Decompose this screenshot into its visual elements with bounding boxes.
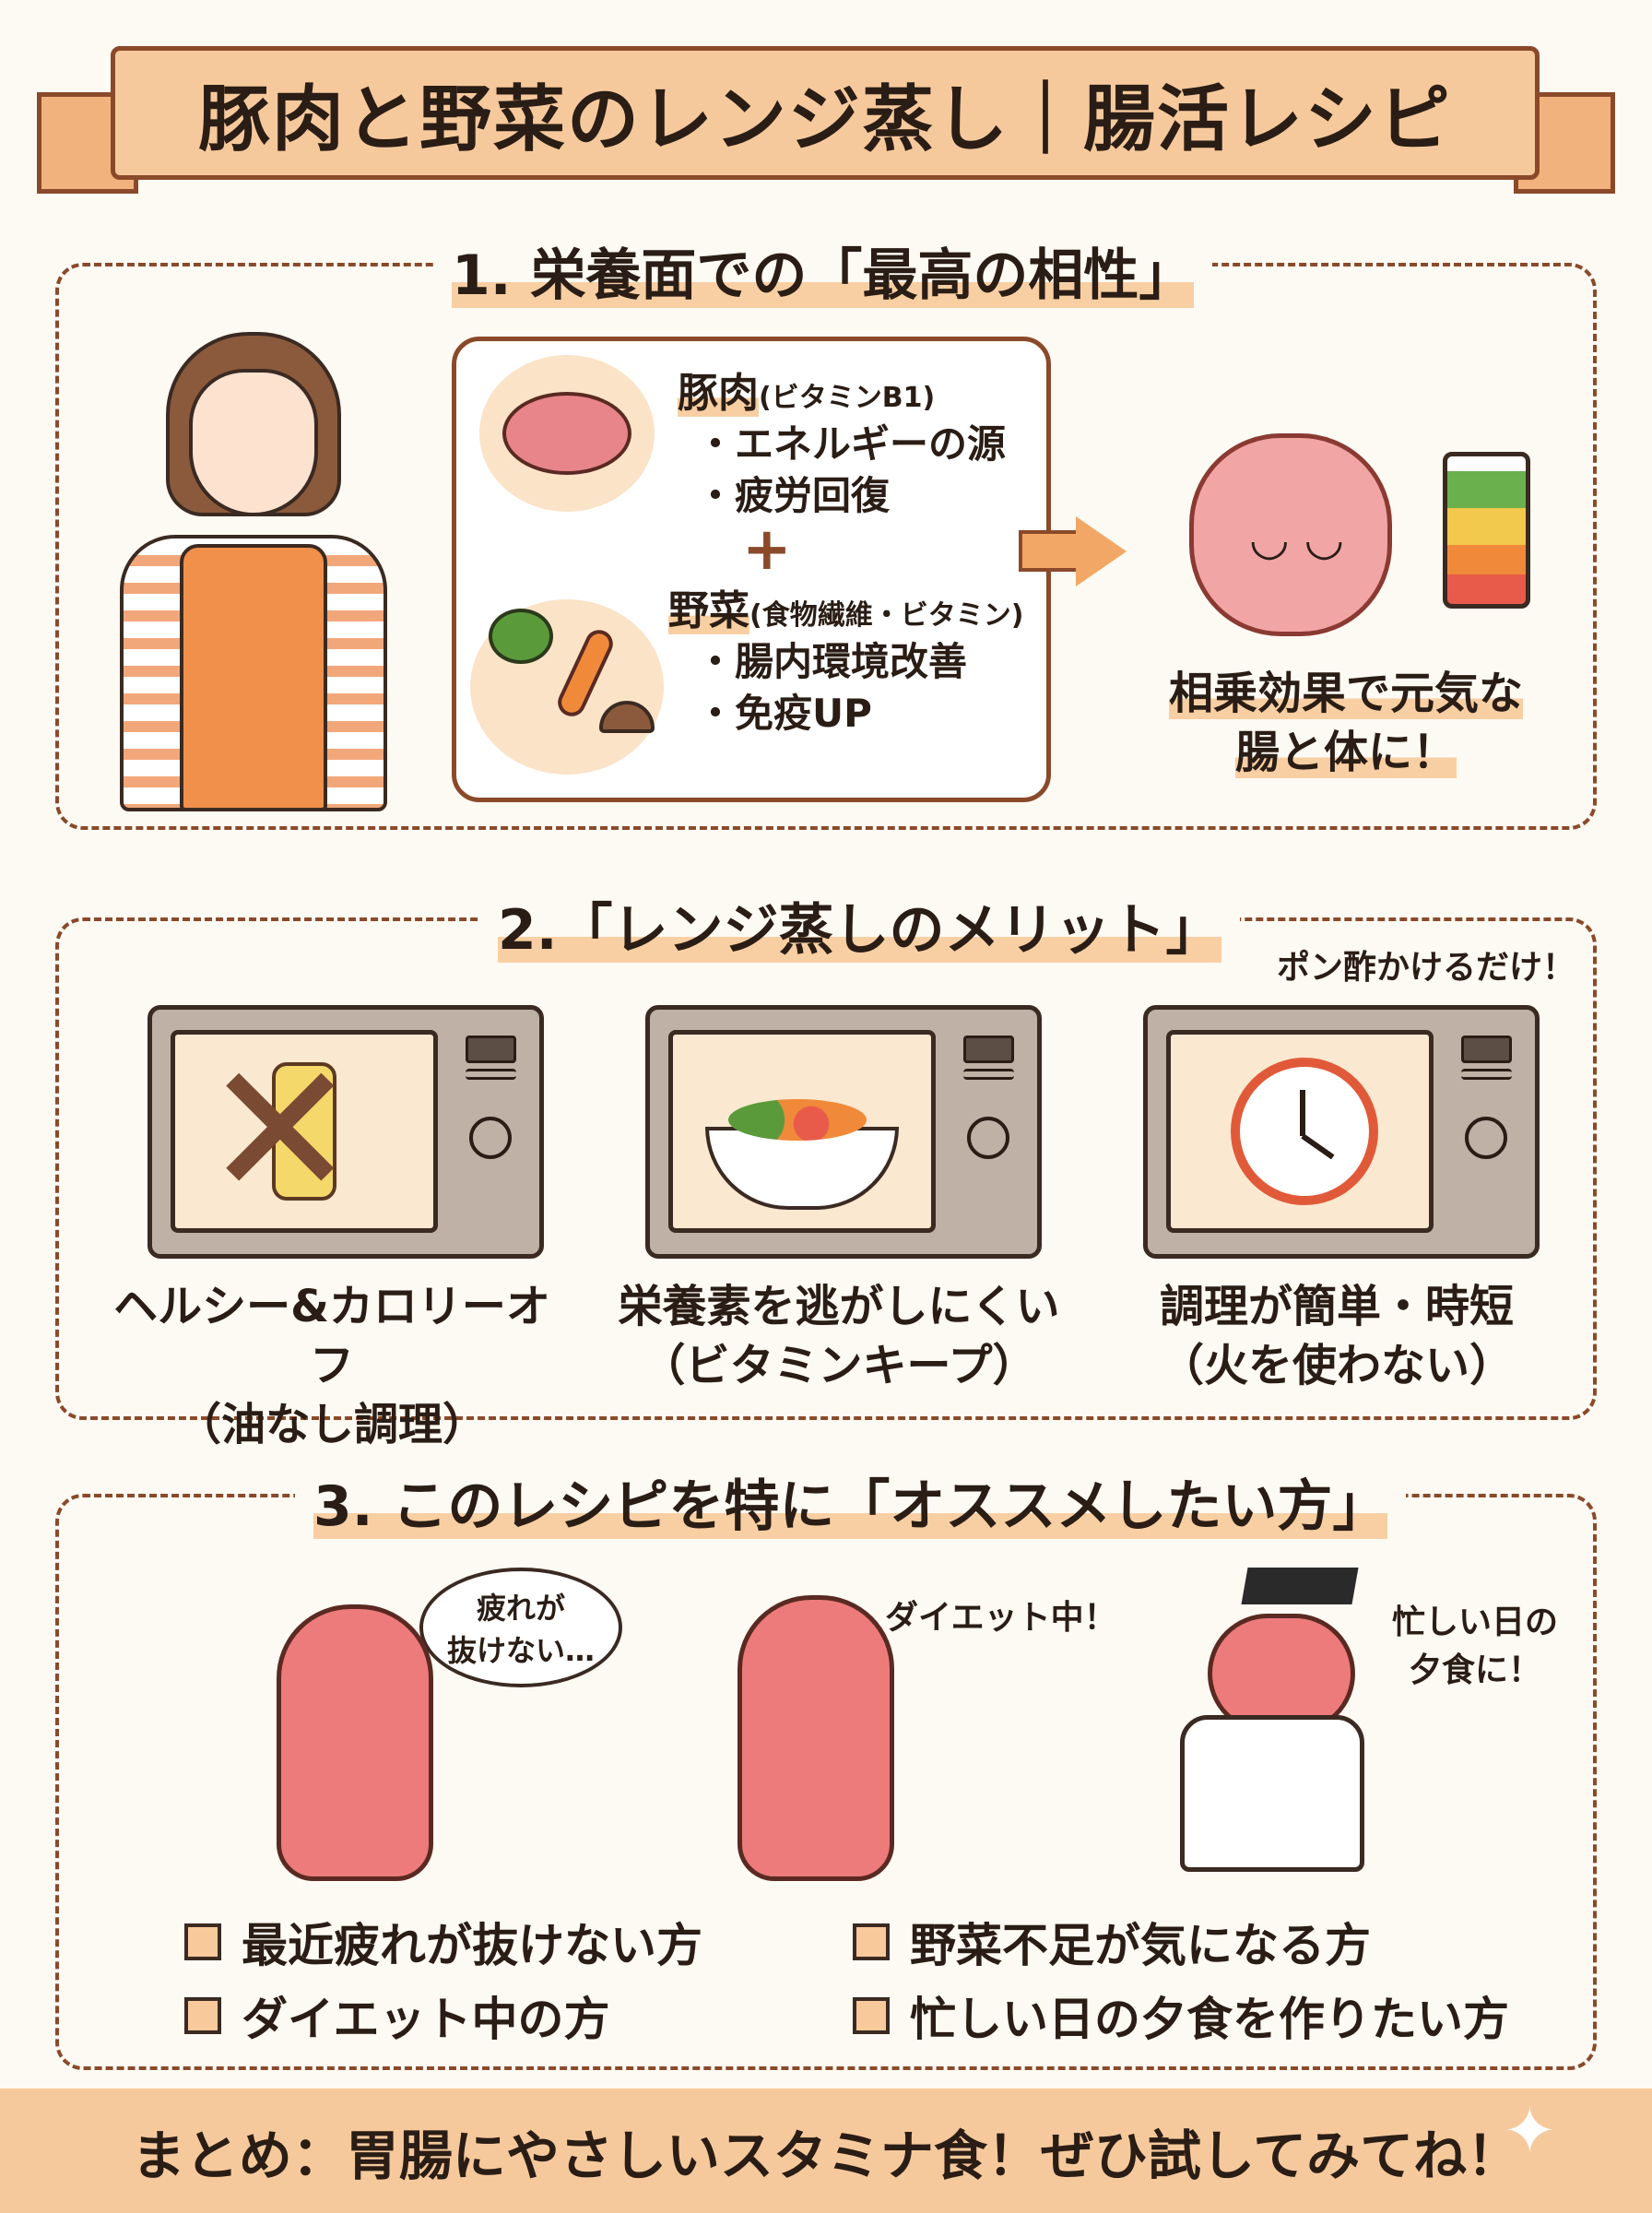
- lab-coat: [1180, 1715, 1364, 1872]
- merit-line1: 調理が簡単・時短: [1159, 1281, 1514, 1332]
- pork-sub: (ビタミンB1): [759, 382, 936, 414]
- checklist-text: ダイエット中の方: [242, 1993, 610, 2046]
- microwave-clock: [1143, 1005, 1540, 1259]
- ponzu-note: ポン酢かけるだけ！: [1277, 949, 1576, 987]
- merit-line2: （油なし調理）: [176, 1399, 487, 1450]
- pork-item: ・エネルギーの源: [696, 421, 1007, 467]
- checkbox-icon: [184, 1923, 221, 1960]
- graduation-cap-icon: [1241, 1568, 1359, 1604]
- section2-heading-text: 2.「レンジ蒸しのメリット」: [498, 898, 1221, 963]
- checkbox-icon: [853, 1923, 890, 1960]
- section3-heading: 3. このレシピを特に「オススメしたい方」: [295, 1462, 1407, 1542]
- checkbox-icon: [853, 1997, 890, 2034]
- synergy-line: 腸と体に！: [1234, 727, 1457, 778]
- pork-title: 豚肉: [678, 370, 759, 417]
- diet-dinosaur: [738, 1595, 894, 1881]
- synergy-text: 相乗効果で元気な 腸と体に！: [1134, 664, 1558, 782]
- section1-heading-text: 1. 栄養面での「最高の相性」: [452, 243, 1195, 308]
- merit-line2: （ビタミンキープ）: [641, 1340, 1037, 1391]
- tired-dinosaur: [277, 1604, 433, 1881]
- woman-illustration: [101, 332, 415, 811]
- tired-bubble: 疲れが 抜けない…: [419, 1568, 622, 1687]
- pork-illustration: [479, 355, 655, 512]
- microwave-vegetables: [645, 1005, 1042, 1259]
- checklist-item: 野菜不足が気になる方: [853, 1909, 1371, 1975]
- clock-icon: [1231, 1058, 1378, 1205]
- arrow-right-icon: [1019, 516, 1129, 586]
- page-title: 豚肉と野菜のレンジ蒸し｜腸活レシピ: [111, 46, 1540, 180]
- summary-footer: まとめ：胃腸にやさしいスタミナ食！ぜひ試してみてね！: [0, 2089, 1652, 2213]
- busy-bubble: 忙しい日の 夕食に！: [1392, 1604, 1559, 1689]
- section2-heading: 2.「レンジ蒸しのメリット」: [479, 885, 1240, 965]
- checklist-text: 野菜不足が気になる方: [910, 1919, 1371, 1972]
- merit-caption: 栄養素を逃がしにくい （ビタミンキープ）: [599, 1277, 1079, 1395]
- veg-title: 野菜: [668, 587, 749, 634]
- checklist-item: 忙しい日の夕食を作りたい方: [853, 1982, 1509, 2049]
- checkbox-icon: [184, 1997, 221, 2034]
- battery-icon: [1443, 452, 1530, 609]
- intestine-character-icon: ◡ ◡: [1189, 433, 1392, 636]
- vegetables-illustration: [470, 599, 664, 775]
- merit-line1: 栄養素を逃がしにくい: [618, 1281, 1060, 1332]
- merit-caption: 調理が簡単・時短 （火を使わない）: [1097, 1277, 1576, 1395]
- microwave-no-oil: ✕: [148, 1005, 544, 1259]
- plus-sign: +: [742, 515, 792, 584]
- checklist-item: 最近疲れが抜けない方: [184, 1909, 702, 1975]
- checklist-item: ダイエット中の方: [184, 1982, 610, 2049]
- section3-heading-text: 3. このレシピを特に「オススメしたい方」: [313, 1474, 1388, 1539]
- veg-item: ・免疫UP: [696, 691, 872, 736]
- section1-heading: 1. 栄養面での「最高の相性」: [433, 231, 1213, 311]
- veg-sub: (食物繊維・ビタミン): [749, 599, 1024, 632]
- merit-line2: （火を使わない）: [1159, 1340, 1514, 1391]
- diet-bubble: ダイエット中！: [885, 1599, 1117, 1637]
- cross-icon: ✕: [203, 1024, 358, 1238]
- merit-line1: ヘルシー&カロリーオフ: [113, 1281, 550, 1391]
- checklist-text: 最近疲れが抜けない方: [242, 1919, 702, 1972]
- veg-item: ・腸内環境改善: [696, 639, 968, 684]
- synergy-line: 相乗効果で元気な: [1168, 668, 1523, 719]
- pork-item: ・疲労回復: [696, 473, 891, 518]
- merit-caption: ヘルシー&カロリーオフ （油なし調理）: [92, 1277, 572, 1454]
- sparkle-icon: ✦: [1503, 2093, 1557, 2169]
- checklist-text: 忙しい日の夕食を作りたい方: [910, 1993, 1509, 2046]
